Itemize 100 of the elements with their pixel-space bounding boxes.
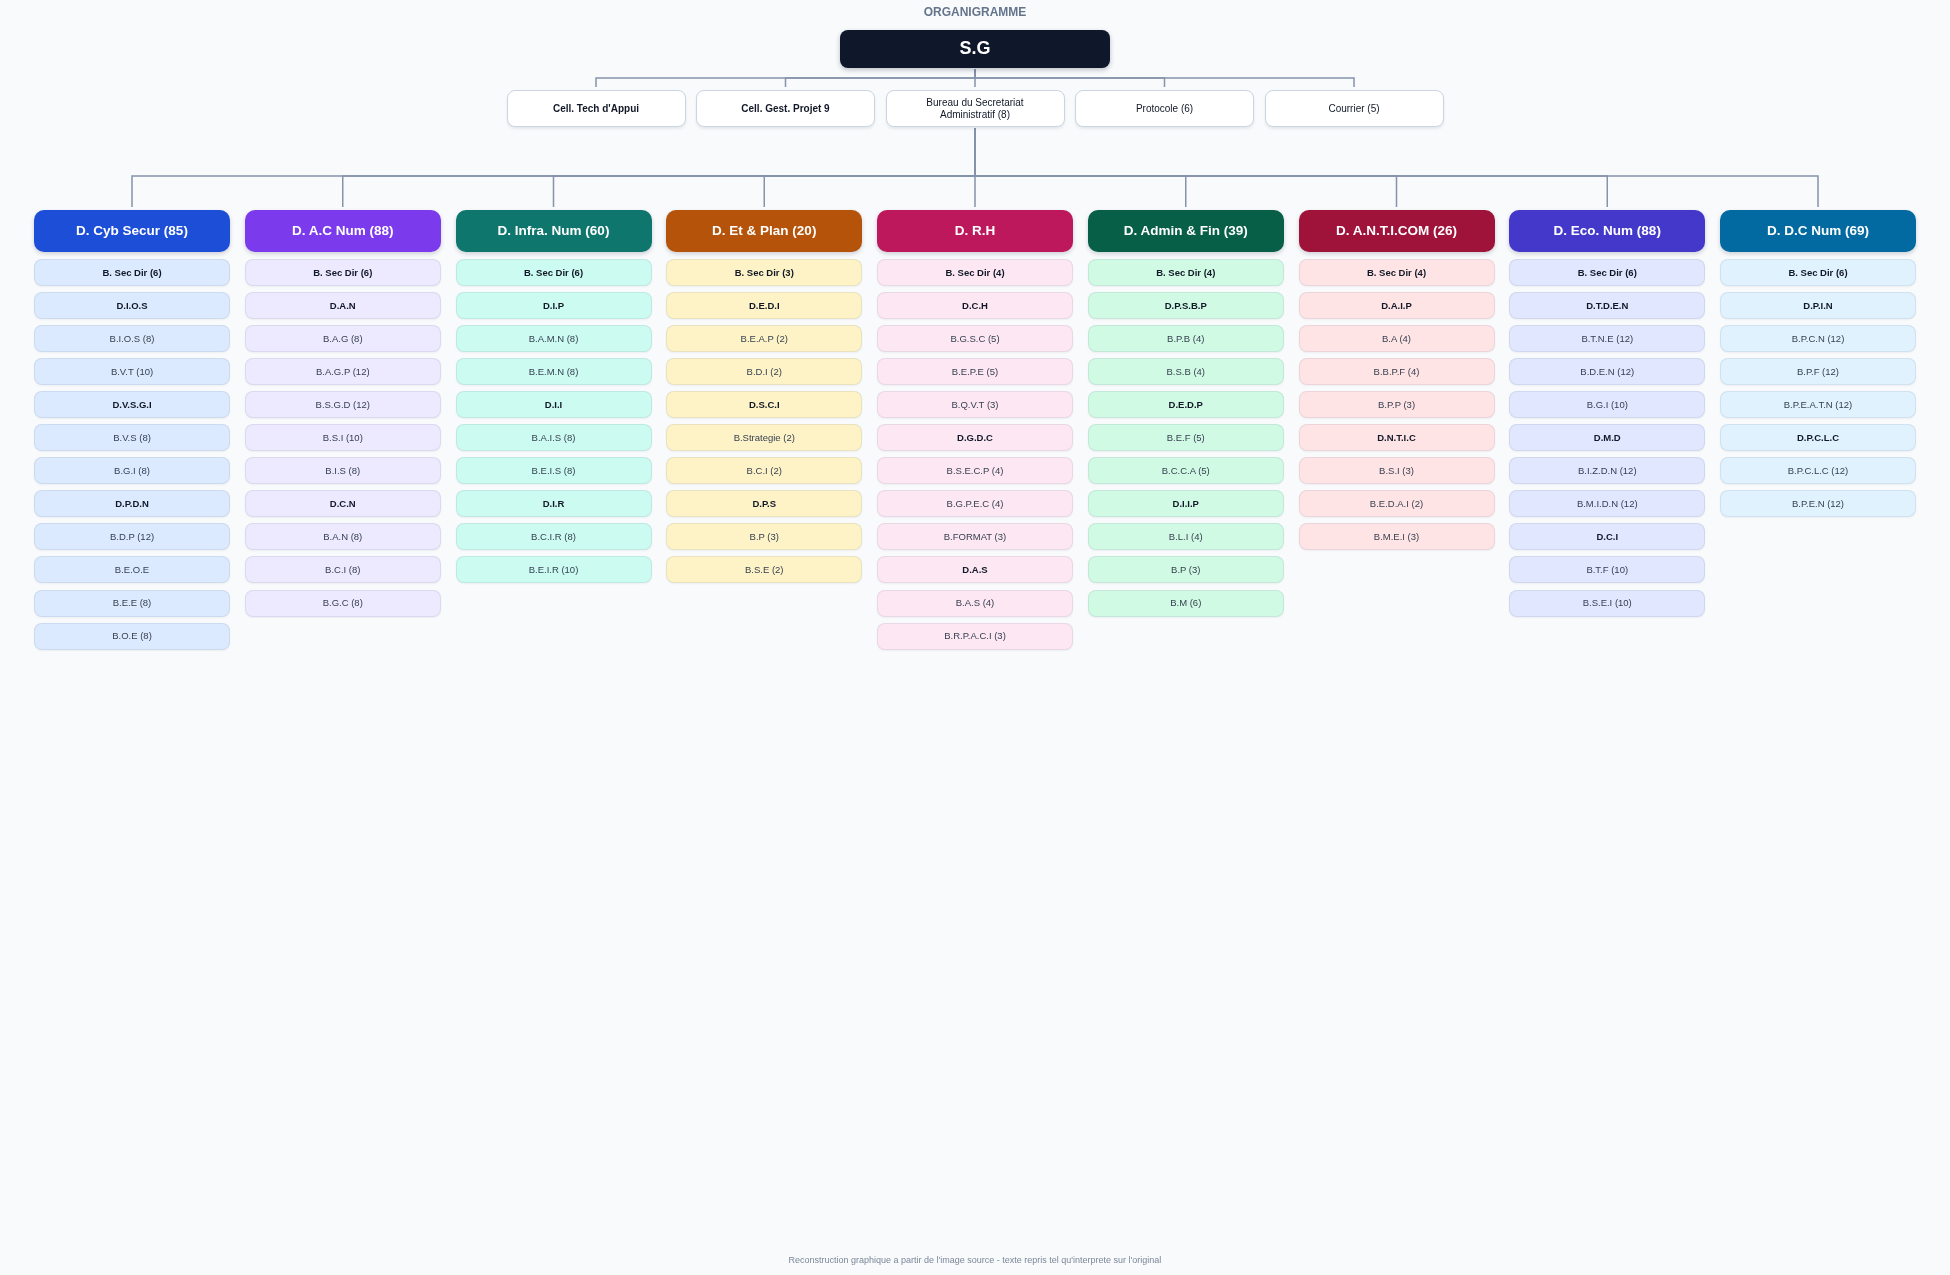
sub-unit-name: B.S.E (2) [744,564,784,576]
directorate-header [34,210,230,252]
sub-unit-name: B.S.I (10) [322,432,363,444]
sub-unit-name: B. Sec Dir (6) [1577,266,1637,279]
sub-unit-box [877,325,1073,353]
sub-unit-box [877,358,1073,386]
sub-unit-name: B.P (3) [749,531,779,543]
sub-unit-box [34,391,230,419]
sub-unit-name: B.S.B (4) [1166,365,1205,378]
sub-unit-box [244,292,441,320]
sub-unit-box [666,490,863,518]
sub-unit-name: B.C.I (8) [325,564,361,576]
unit-name: Courrier (5) [1328,102,1380,115]
sub-unit-box [1720,490,1916,518]
sub-unit-box [34,292,230,320]
connector-line [974,68,1355,88]
sub-unit-name: D.I.I.P [1172,498,1199,510]
sub-unit-box [1087,523,1284,551]
sub-unit-box [877,622,1073,650]
directorate-header [666,210,863,252]
sub-unit-box [244,424,441,452]
sub-unit-box [666,292,863,320]
sub-unit-box [1509,424,1706,452]
sub-unit-box [34,490,230,518]
sub-unit-box [455,523,652,551]
sub-unit-name: B.P.B (4) [1167,332,1205,345]
sub-unit-name: B. Sec Dir (6) [523,266,584,279]
sub-unit-name: B.S.G.D (12) [315,399,370,411]
directorate-name: D. Et & Plan (20) [712,222,817,240]
sub-unit-box [455,325,652,353]
sub-unit-name: B.S.E.I (10) [1582,597,1632,609]
sub-unit-name: B.E.F (5) [1166,432,1205,444]
sub-unit-name: D.G.D.C [957,432,993,444]
sub-unit-box [1298,523,1495,551]
sub-unit-box [666,391,863,419]
sub-unit-box [666,424,863,452]
sub-unit-box [877,490,1073,518]
sub-unit-name: D.C.I [1596,531,1619,543]
unit-name: S.G [959,38,991,60]
sub-unit-box [244,325,441,353]
sub-unit-name: B.T.F (10) [1586,564,1629,576]
sub-unit-box [34,556,230,584]
sub-unit-box [1087,358,1284,386]
sub-unit-box [1087,259,1284,286]
sub-unit-box [1720,292,1916,320]
sub-unit-box [1298,457,1495,485]
sub-unit-name: B.P.E.A.T.N (12) [1783,399,1853,411]
sub-unit-box [1720,424,1916,452]
sub-unit-name: B.G.I (10) [1586,399,1628,411]
sub-unit-name: B. Sec Dir (6) [102,266,162,279]
sub-unit-box [455,490,652,518]
sub-unit-box [1298,259,1495,286]
top-unit-box [840,30,1110,68]
sub-unit-name: B.E.D.A.I (2) [1369,498,1424,510]
directorate-header [1720,210,1916,252]
sub-unit-box [244,589,441,617]
sub-unit-box [244,457,441,485]
sub-unit-box [455,556,652,584]
sub-unit-name: B.S.E.C.P (4) [946,465,1004,477]
sub-unit-name: D.C.N [329,498,356,510]
staff-unit-box [1075,90,1254,127]
sub-unit-name: B.E.E (8) [112,597,152,609]
sub-unit-box [455,424,652,452]
sub-unit-box [1298,424,1495,452]
sub-unit-name: D.P.I.N [1803,299,1833,312]
sub-unit-name: D.S.C.I [748,399,780,411]
sub-unit-name: D.A.N [329,299,356,312]
sub-unit-name: B.D.P (12) [109,531,155,543]
sub-unit-name: B.C.C.A (5) [1161,465,1210,477]
sub-unit-box [34,325,230,353]
sub-unit-box [666,259,863,286]
sub-unit-name: D.I.R [542,498,565,510]
sub-unit-name: B.A.S (4) [955,597,995,609]
sub-unit-name: B. Sec Dir (4) [1366,266,1427,279]
sub-unit-name: B.O.E (8) [112,630,152,642]
sub-unit-box [1720,325,1916,353]
directorate-name: D. Admin & Fin (39) [1123,222,1248,240]
sub-unit-box [244,391,441,419]
unit-name: Bureau du Secretariat Administratif (8) [925,96,1025,121]
sub-unit-name: B.A.I.S (8) [531,432,576,444]
sub-unit-name: B.V.T (10) [110,365,154,378]
sub-unit-name: D.P.S.B.P [1164,299,1207,312]
sub-unit-name: B.T.N.E (12) [1581,332,1634,345]
sub-unit-box [1087,457,1284,485]
directorate-name: D. Infra. Num (60) [497,222,610,240]
directorate-header [1087,210,1284,252]
sub-unit-name: B.Q.V.T (3) [951,399,999,411]
directorate-name: D. A.N.T.I.COM (26) [1336,222,1457,240]
sub-unit-name: B.G.S.C (5) [950,332,1000,345]
sub-unit-name: B. Sec Dir (4) [945,266,1005,279]
sub-unit-name: D.C.H [962,299,988,312]
sub-unit-box [244,556,441,584]
sub-unit-box [1720,457,1916,485]
sub-unit-name: B.G.I (8) [114,465,150,477]
sub-unit-name: B. Sec Dir (4) [1156,266,1216,279]
sub-unit-name: B.P.C.N (12) [1791,332,1845,345]
sub-unit-box [877,259,1073,286]
sub-unit-name: D.M.D [1593,432,1621,444]
sub-unit-box [1509,391,1706,419]
sub-unit-box [1298,391,1495,419]
